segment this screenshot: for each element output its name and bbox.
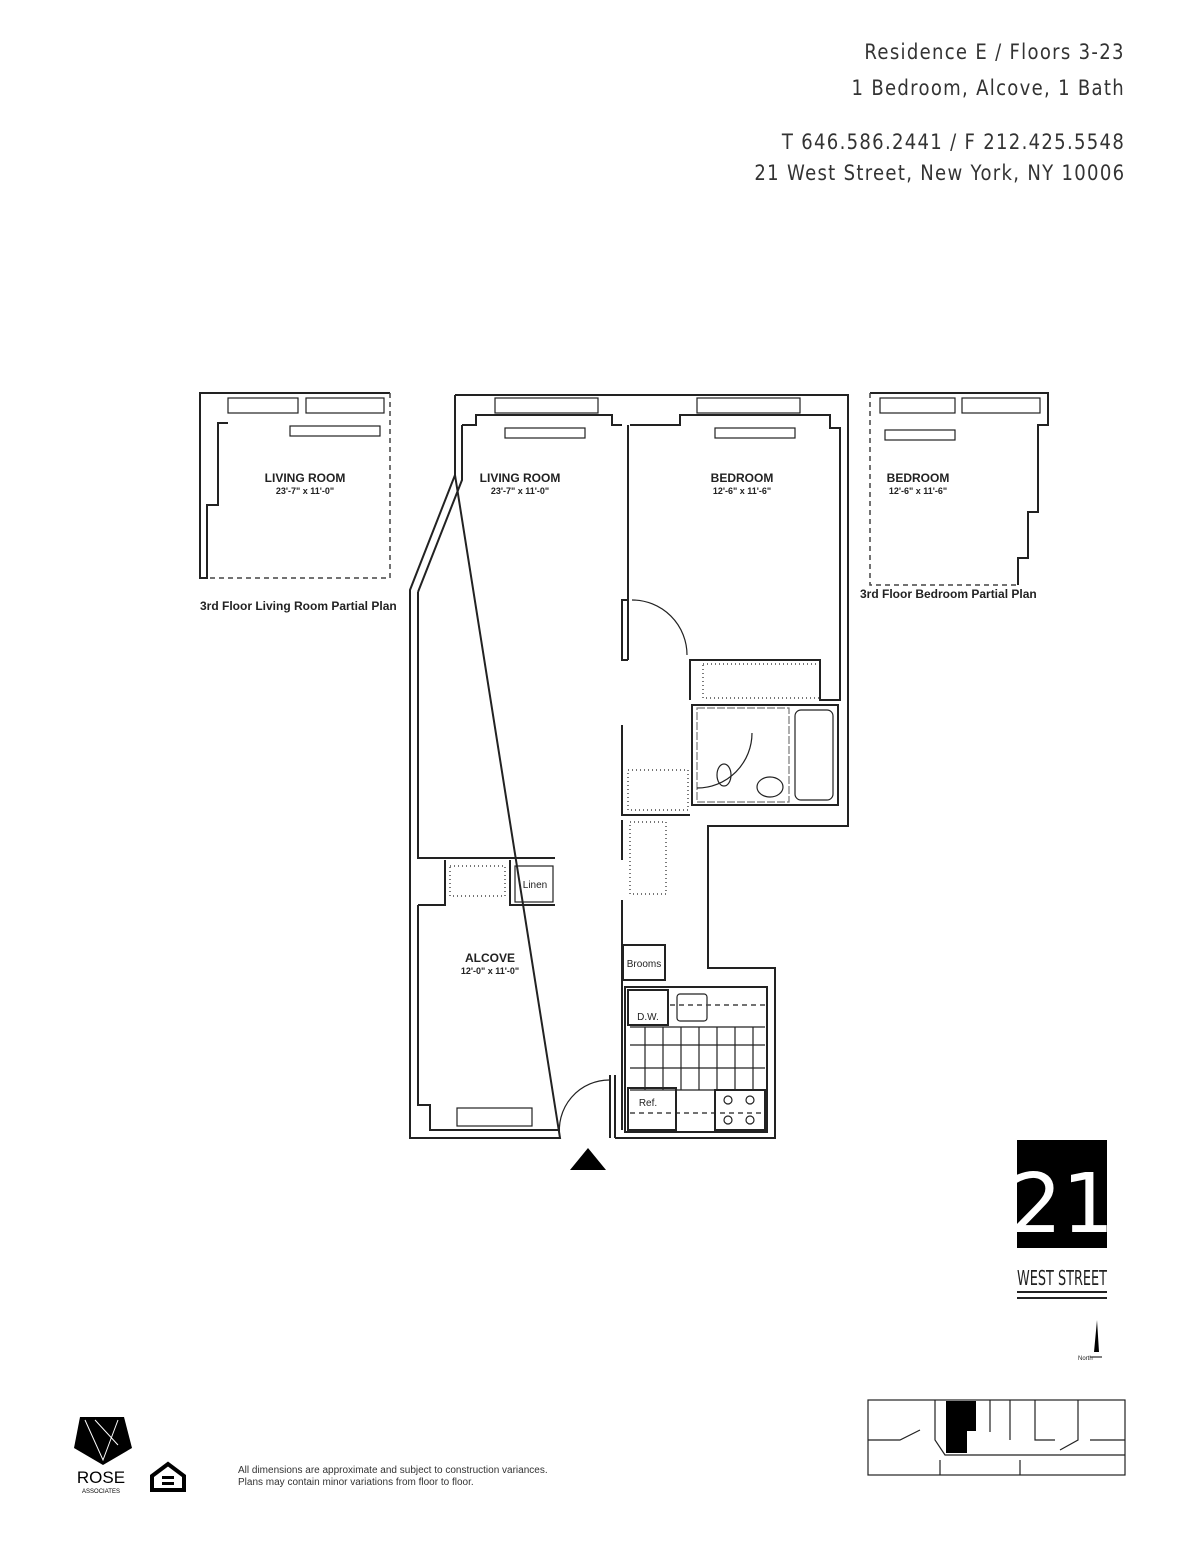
disclaimer-line-2: Plans may contain minor variations from … bbox=[238, 1477, 474, 1488]
north-label: North bbox=[1078, 1356, 1093, 1362]
main-unit-plan: Linen Brooms D.W. Ref. LIVING ROOM 23'-7… bbox=[409, 394, 849, 1170]
partial-plan-caption: 3rd Floor Bedroom Partial Plan bbox=[860, 587, 1037, 601]
room-size: 23'-7" x 11'-0" bbox=[276, 486, 334, 496]
brooms-closet bbox=[622, 944, 666, 981]
logo-name: WEST STREET bbox=[1017, 1266, 1108, 1290]
bedroom-name: BEDROOM bbox=[711, 471, 774, 485]
living-room-size: 23'-7" x 11'-0" bbox=[491, 486, 549, 496]
room-name: LIVING ROOM bbox=[265, 471, 346, 485]
linen-closet bbox=[514, 865, 554, 903]
linen-label: Linen bbox=[523, 880, 547, 891]
north-arrow-icon: North bbox=[1078, 1320, 1102, 1362]
room-size: 12'-6" x 11'-6" bbox=[889, 486, 947, 496]
partial-plan-living-room: LIVING ROOM 23'-7" x 11'-0" 3rd Floor Li… bbox=[199, 392, 397, 613]
refrigerator-label: Ref. bbox=[639, 1098, 657, 1109]
entry-triangle-icon bbox=[570, 1148, 606, 1170]
unit-location-highlight bbox=[946, 1401, 976, 1453]
brooms-label: Brooms bbox=[627, 959, 661, 970]
equal-housing-icon bbox=[150, 1461, 186, 1492]
residence-title: Residence E / Floors 3-23 bbox=[864, 40, 1125, 64]
partial-plan-bedroom: BEDROOM 12'-6" x 11'-6" 3rd Floor Bedroo… bbox=[860, 392, 1049, 601]
contact-numbers: T 646.586.2441 / F 212.425.5548 bbox=[781, 130, 1125, 154]
rose-associates-logo: ROSE ASSOCIATES bbox=[74, 1417, 132, 1495]
bathroom bbox=[691, 704, 839, 806]
disclaimer: All dimensions are approximate and subje… bbox=[238, 1465, 548, 1489]
bedroom-size: 12'-6" x 11'-6" bbox=[713, 486, 771, 496]
key-plan bbox=[867, 1399, 1126, 1476]
alcove-size: 12'-0" x 11'-0" bbox=[461, 966, 519, 976]
unit-layout: 1 Bedroom, Alcove, 1 Bath bbox=[851, 76, 1125, 100]
logo-number: 21 bbox=[1010, 1157, 1114, 1252]
kitchen bbox=[624, 986, 768, 1133]
address: 21 West Street, New York, NY 10006 bbox=[754, 161, 1125, 185]
alcove-name: ALCOVE bbox=[465, 951, 515, 965]
dishwasher-label: D.W. bbox=[637, 1012, 659, 1023]
disclaimer-line-1: All dimensions are approximate and subje… bbox=[238, 1465, 548, 1476]
west-street-logo: 21 WEST STREET bbox=[1010, 1140, 1114, 1299]
developer-sub: ASSOCIATES bbox=[82, 1489, 120, 1495]
room-name: BEDROOM bbox=[887, 471, 950, 485]
living-room-name: LIVING ROOM bbox=[480, 471, 561, 485]
partial-plan-caption: 3rd Floor Living Room Partial Plan bbox=[200, 599, 397, 613]
developer-name: ROSE bbox=[77, 1468, 125, 1487]
